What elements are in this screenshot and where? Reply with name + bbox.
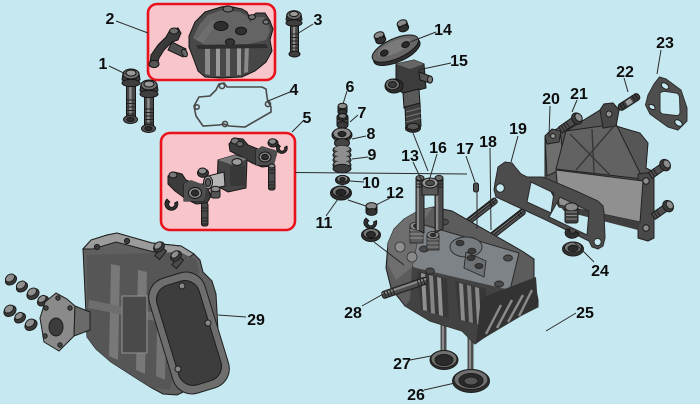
svg-text:19: 19 xyxy=(509,121,527,138)
svg-text:9: 9 xyxy=(368,147,377,164)
svg-text:17: 17 xyxy=(456,141,474,158)
svg-text:14: 14 xyxy=(434,22,452,39)
svg-text:12: 12 xyxy=(386,185,404,202)
svg-text:8: 8 xyxy=(367,126,376,143)
svg-text:3: 3 xyxy=(314,12,323,29)
svg-text:28: 28 xyxy=(344,305,362,322)
svg-text:2: 2 xyxy=(106,11,115,28)
svg-text:1: 1 xyxy=(99,56,108,73)
svg-text:23: 23 xyxy=(656,35,674,52)
svg-text:15: 15 xyxy=(450,53,468,70)
svg-text:26: 26 xyxy=(407,387,425,404)
svg-text:4: 4 xyxy=(290,82,299,99)
svg-text:27: 27 xyxy=(393,356,411,373)
svg-text:29: 29 xyxy=(247,312,265,329)
svg-text:6: 6 xyxy=(346,79,355,96)
svg-text:24: 24 xyxy=(591,263,609,280)
svg-text:16: 16 xyxy=(429,140,447,157)
svg-text:18: 18 xyxy=(479,134,497,151)
svg-text:11: 11 xyxy=(316,215,333,232)
svg-text:22: 22 xyxy=(616,64,634,81)
svg-text:10: 10 xyxy=(362,175,380,192)
svg-text:7: 7 xyxy=(358,105,367,122)
svg-text:5: 5 xyxy=(303,110,312,127)
svg-text:20: 20 xyxy=(542,91,560,108)
svg-text:21: 21 xyxy=(570,86,588,103)
svg-text:13: 13 xyxy=(401,148,419,165)
svg-text:25: 25 xyxy=(576,305,594,322)
